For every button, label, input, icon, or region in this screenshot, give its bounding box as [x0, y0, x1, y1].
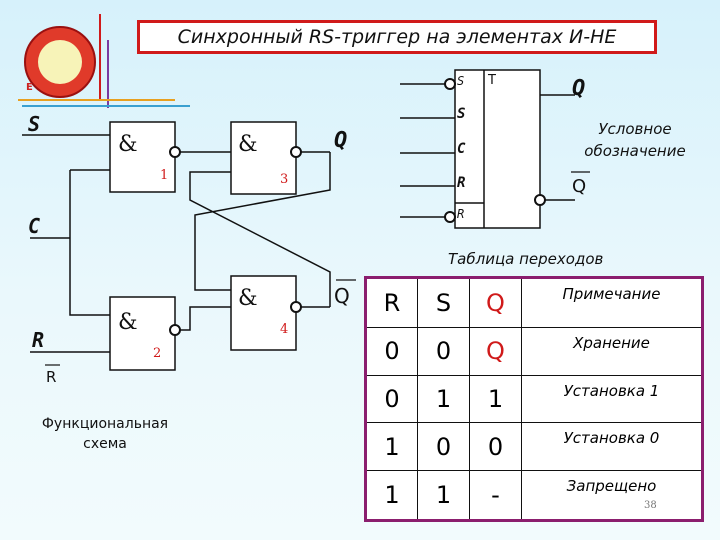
cell-note: Установка 1 [521, 374, 703, 424]
cell-s: 0 [417, 326, 470, 376]
logo-letter: E [26, 82, 33, 93]
gate-number-4: 4 [280, 322, 289, 337]
symbol-pin-s-bubble [444, 78, 456, 90]
header-r: R [365, 277, 418, 328]
symbol-out-q: Q [572, 76, 586, 101]
gate-4-symbol: & [238, 286, 258, 311]
gate-number-3: 3 [280, 172, 289, 187]
symbol-out-q-bar: Q [572, 176, 587, 197]
cell-r: 1 [365, 470, 418, 521]
cell-r: 0 [365, 374, 418, 424]
table-header-row: R S Q Примечание [365, 277, 703, 328]
cell-note: Хранение [521, 326, 703, 376]
table-caption: Таблица переходов [448, 250, 604, 268]
symbol-pin-r-inverted: R [457, 207, 465, 221]
trigger-symbol-block [454, 69, 541, 229]
gate-1-inversion-bubble [169, 146, 181, 158]
input-label-r: R [32, 328, 45, 352]
cell-s: 0 [417, 422, 470, 472]
symbol-pin-r: R [457, 175, 466, 191]
input-label-c: C [28, 214, 41, 238]
gate-2 [109, 296, 176, 371]
input-label-s: S [28, 112, 41, 136]
table-row: 0 0 Q Хранение [365, 326, 703, 376]
gate-number-2: 2 [153, 346, 162, 361]
slide-title: Синхронный RS-триггер на элементах И-НЕ [137, 20, 657, 54]
input-label-r-bar: R [46, 368, 57, 386]
gate-2-inversion-bubble [169, 324, 181, 336]
cartoon-dog-logo-icon [24, 26, 96, 98]
gate-3-inversion-bubble [290, 146, 302, 158]
gate-3-symbol: & [238, 132, 258, 157]
functional-label-line1: Функциональная [41, 416, 169, 432]
gate-2-symbol: & [118, 310, 138, 335]
cell-r: 1 [365, 422, 418, 472]
gate-3 [230, 121, 297, 195]
table-row: 1 1 - Запрещено [365, 470, 703, 521]
symbol-caption-line1: Условное [598, 120, 672, 138]
output-label-q-bar: Q [334, 284, 350, 308]
cell-q: 0 [469, 422, 522, 472]
output-label-q: Q [334, 128, 348, 153]
symbol-caption-line2: обозначение [584, 142, 686, 160]
header-q: Q [469, 277, 522, 328]
cell-q: Q [469, 326, 522, 376]
symbol-out-qbar-bubble [534, 194, 546, 206]
gate-4-inversion-bubble [290, 301, 302, 313]
cell-s: 1 [417, 470, 470, 521]
cell-r: 0 [365, 326, 418, 376]
gate-number-1: 1 [160, 168, 169, 183]
cell-note: Установка 0 [521, 422, 703, 472]
cell-note: Запрещено [521, 470, 703, 521]
table-row: 1 0 0 Установка 0 [365, 422, 703, 472]
functional-scheme-label: Функциональная схема [20, 414, 190, 454]
header-s: S [417, 277, 470, 328]
wires [22, 134, 331, 353]
symbol-pin-c: C [457, 141, 466, 157]
functional-label-line2: схема [83, 436, 127, 452]
symbol-pin-s-inverted: S [457, 74, 465, 88]
symbol-caption: Условное обозначение [560, 118, 710, 162]
symbol-pins [400, 83, 575, 218]
cell-q: - [469, 470, 522, 521]
header-note: Примечание [521, 277, 703, 328]
transition-table: R S Q Примечание 0 0 Q Хранение 0 1 1 Ус… [364, 276, 704, 522]
symbol-trigger-letter: T [488, 73, 496, 88]
page-number: 38 [644, 500, 657, 511]
gate-4 [230, 275, 297, 351]
symbol-pin-r-bubble [444, 211, 456, 223]
cell-q: 1 [469, 374, 522, 424]
gate-1-symbol: & [118, 132, 138, 157]
gate-1 [109, 121, 176, 193]
table-row: 0 1 1 Установка 1 [365, 374, 703, 424]
cell-s: 1 [417, 374, 470, 424]
logo-face [38, 40, 82, 84]
symbol-pin-s: S [457, 106, 466, 122]
